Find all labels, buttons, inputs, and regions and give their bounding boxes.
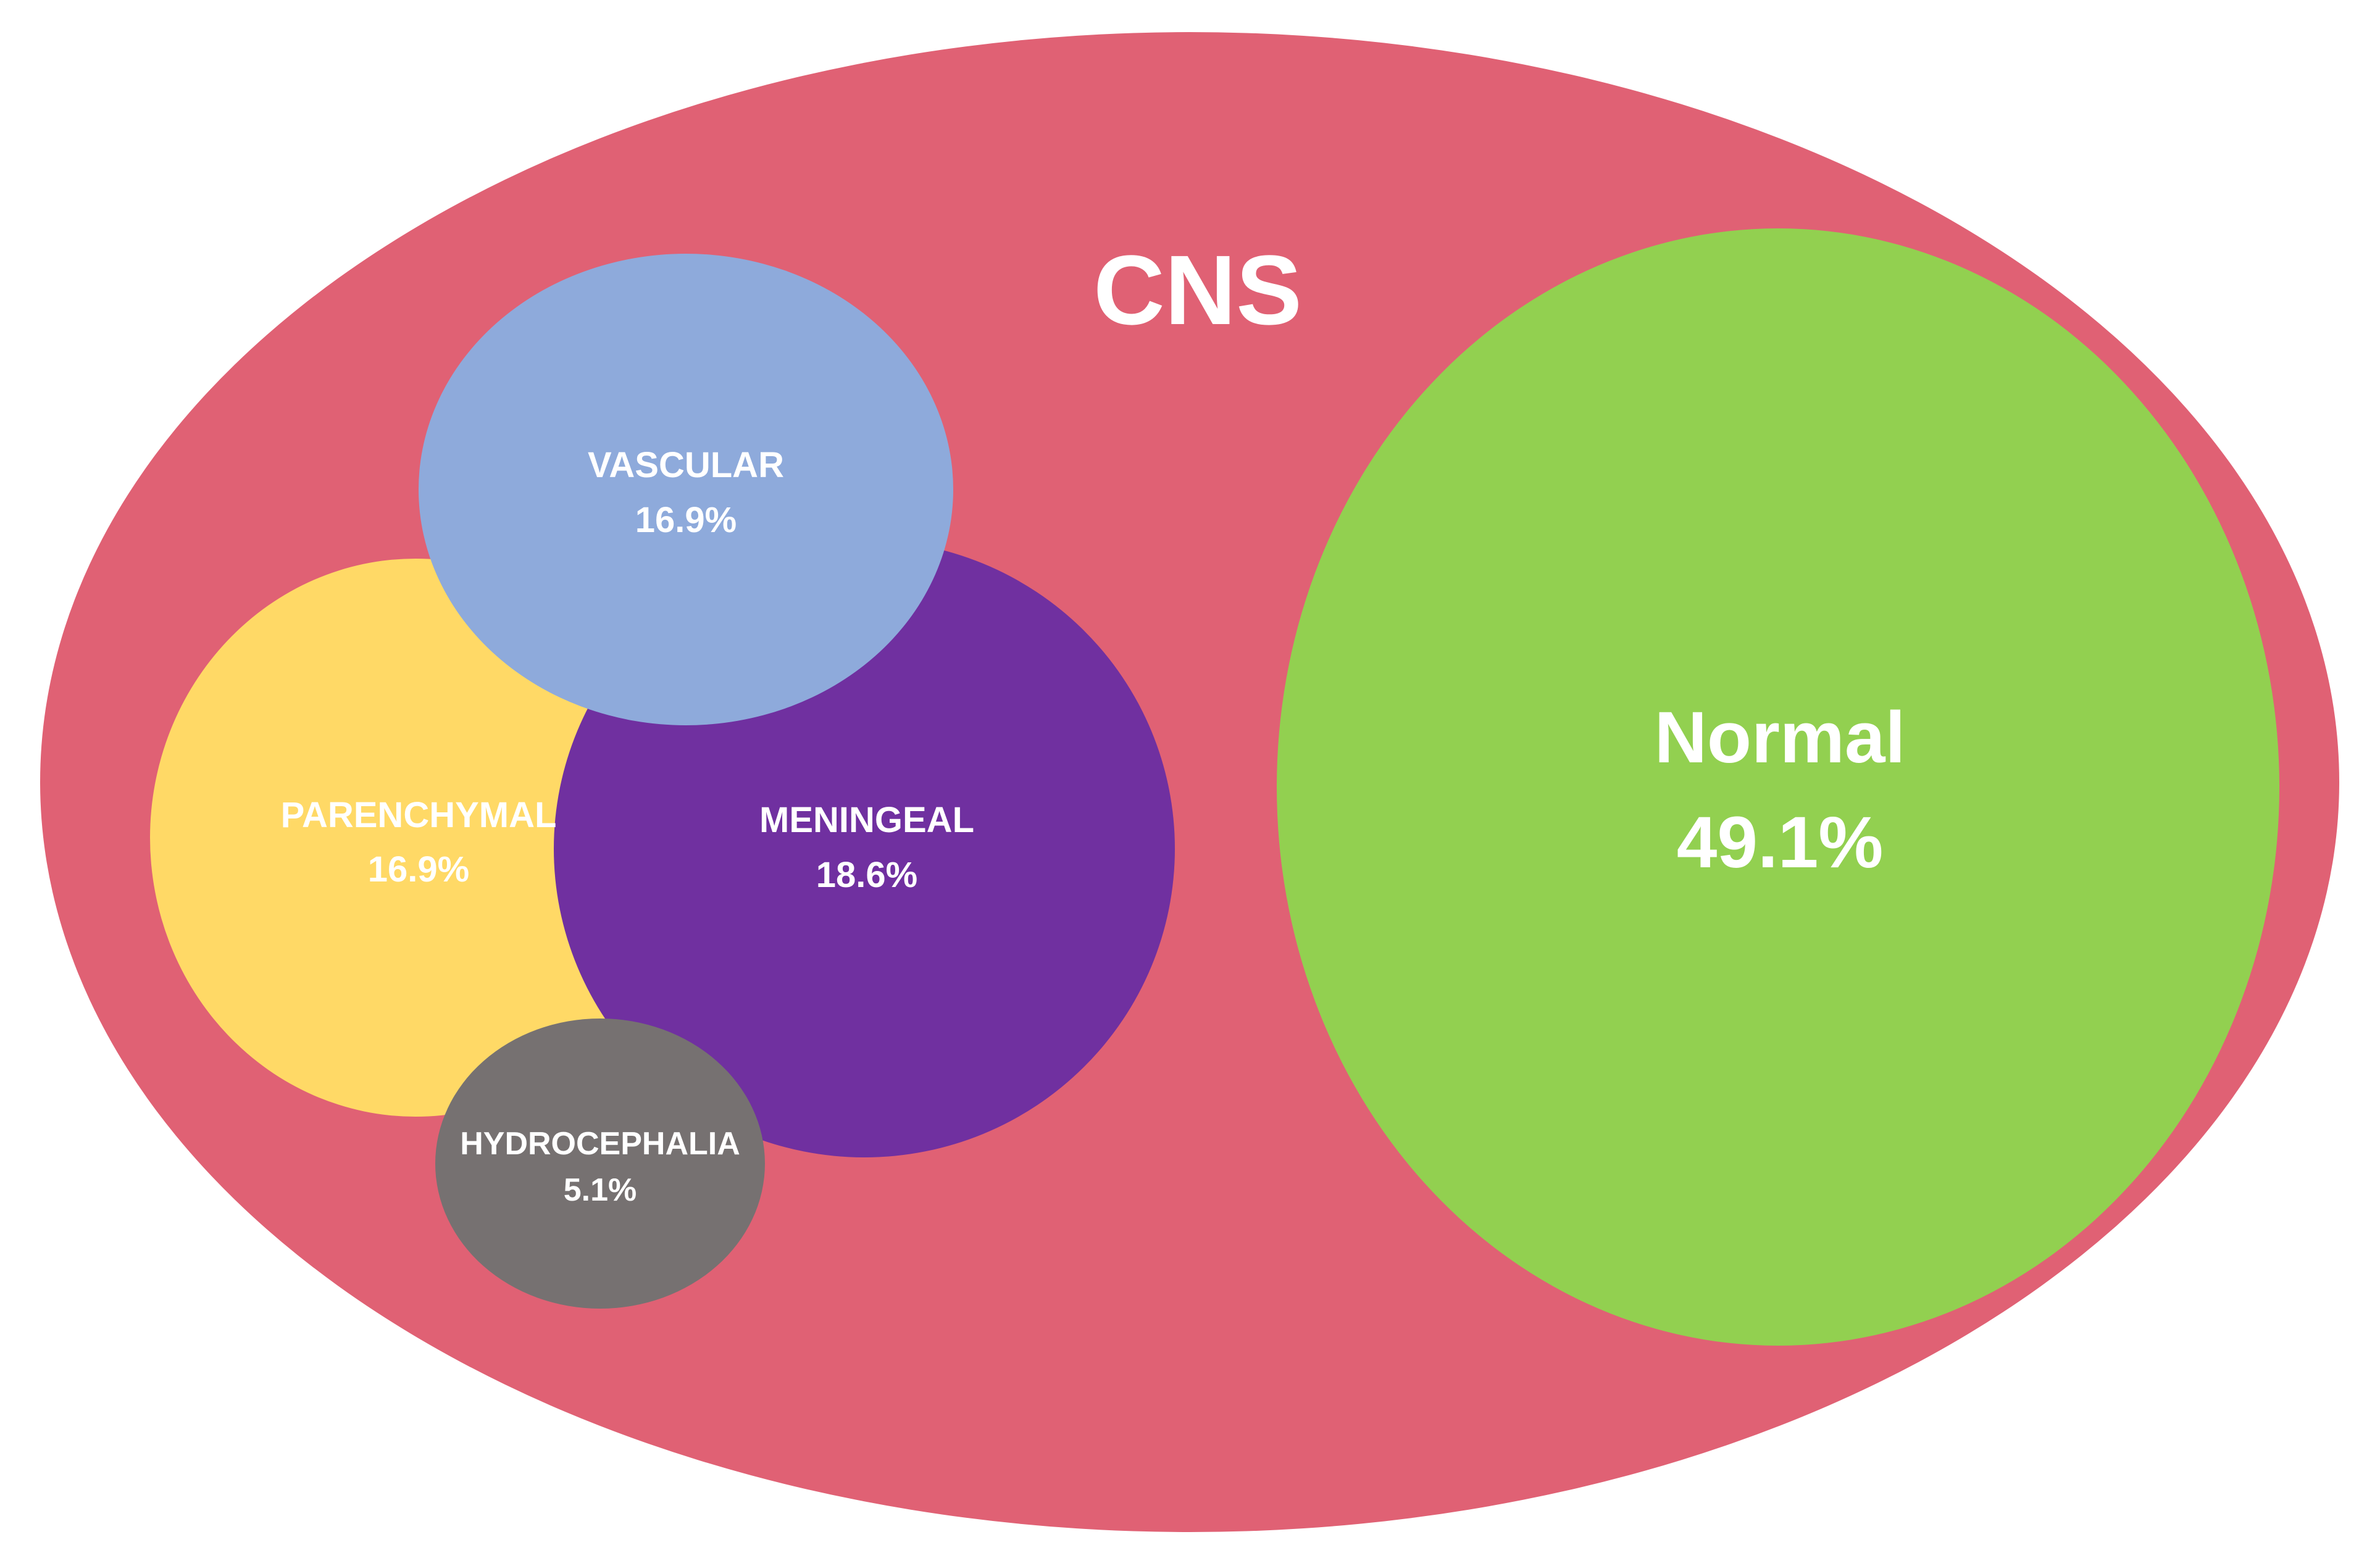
normal-label: Normal xyxy=(1655,697,1906,778)
hydrocephalia-region xyxy=(435,1019,765,1309)
parenchymal-region xyxy=(150,559,681,1117)
normal-region xyxy=(1277,228,2279,1346)
vascular-label: VASCULAR xyxy=(588,445,784,485)
cns-title: CNS xyxy=(1093,235,1302,345)
meningeal-label: MENINGEAL xyxy=(759,800,974,840)
parenchymal-label: PARENCHYMAL xyxy=(281,795,557,835)
parenchymal-value: 16.9% xyxy=(368,849,469,889)
vascular-value: 16.9% xyxy=(635,500,737,540)
meningeal-value: 18.6% xyxy=(816,855,917,895)
hydrocephalia-value: 5.1% xyxy=(564,1172,637,1208)
normal-value: 49.1% xyxy=(1677,802,1884,883)
vascular-region xyxy=(419,254,953,725)
hydrocephalia-label: HYDROCEPHALIA xyxy=(460,1126,740,1162)
